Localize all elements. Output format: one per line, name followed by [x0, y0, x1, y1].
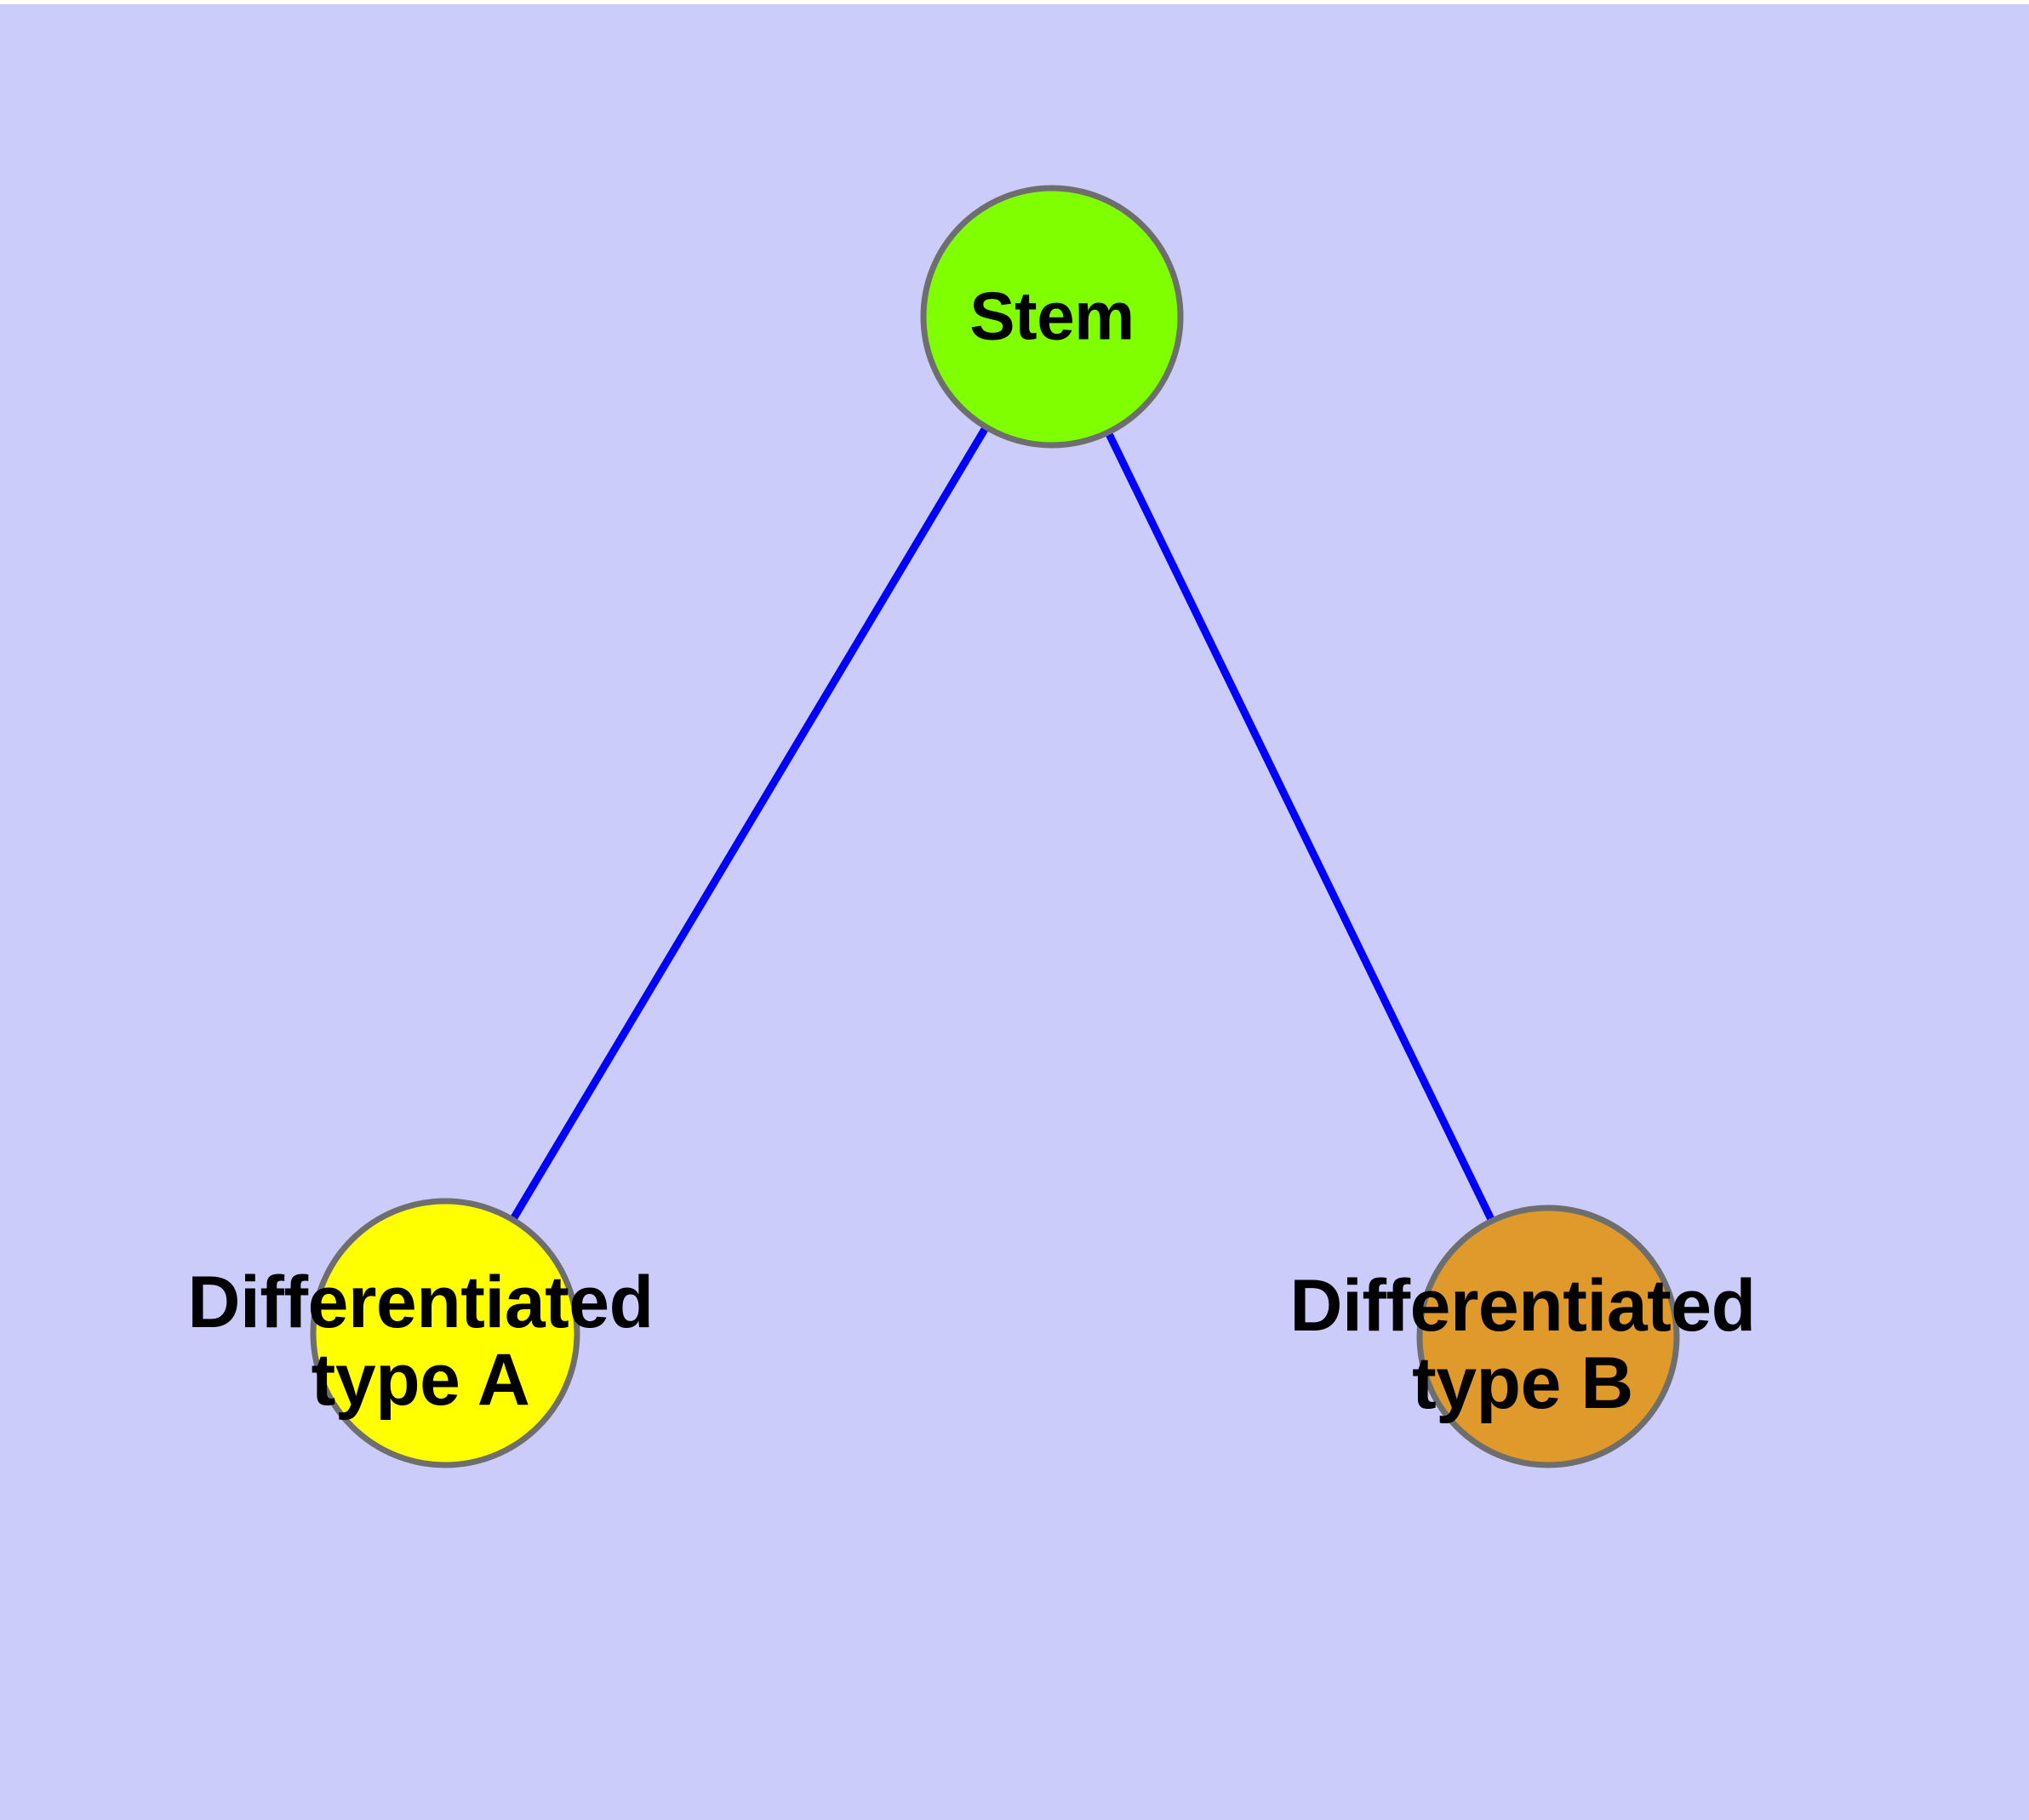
- node-stem[interactable]: [920, 185, 1184, 449]
- node-layer: [310, 185, 1680, 1468]
- edge-stem-to-differentiated-type-b[interactable]: [1104, 429, 1496, 1224]
- node-differentiated-type-b[interactable]: [1416, 1205, 1680, 1468]
- node-differentiated-type-a[interactable]: [310, 1198, 580, 1468]
- edge-stem-to-differentiated-type-a[interactable]: [508, 423, 991, 1223]
- edge-layer: [508, 423, 1496, 1224]
